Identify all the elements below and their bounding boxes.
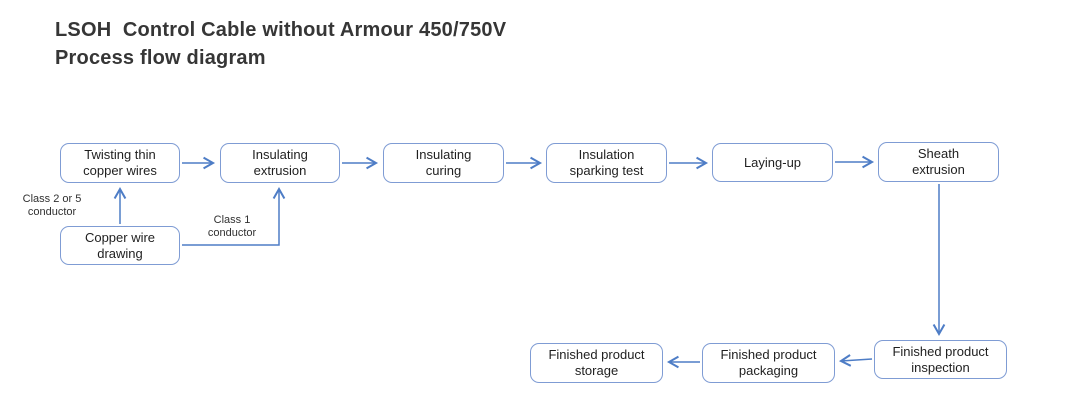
node-insulation-sparking-test: Insulation sparking test xyxy=(546,143,667,183)
node-insulating-curing: Insulating curing xyxy=(383,143,504,183)
node-finished-product-storage: Finished product storage xyxy=(530,343,663,383)
node-twisting-thin-copper-wires: Twisting thin copper wires xyxy=(60,143,180,183)
label-class-2-or-5-conductor: Class 2 or 5 conductor xyxy=(22,193,82,218)
node-finished-product-packaging: Finished product packaging xyxy=(702,343,835,383)
node-laying-up: Laying-up xyxy=(712,143,833,182)
diagram-title: LSOH Control Cable without Armour 450/75… xyxy=(55,19,507,69)
label-class-1-conductor: Class 1 conductor xyxy=(207,214,257,239)
node-finished-product-inspection: Finished product inspection xyxy=(874,340,1007,379)
node-insulating-extrusion: Insulating extrusion xyxy=(220,143,340,183)
node-copper-wire-drawing: Copper wire drawing xyxy=(60,226,180,265)
arrow-inspection-to-packaging xyxy=(838,354,873,367)
node-sheath-extrusion: Sheath extrusion xyxy=(878,142,999,182)
